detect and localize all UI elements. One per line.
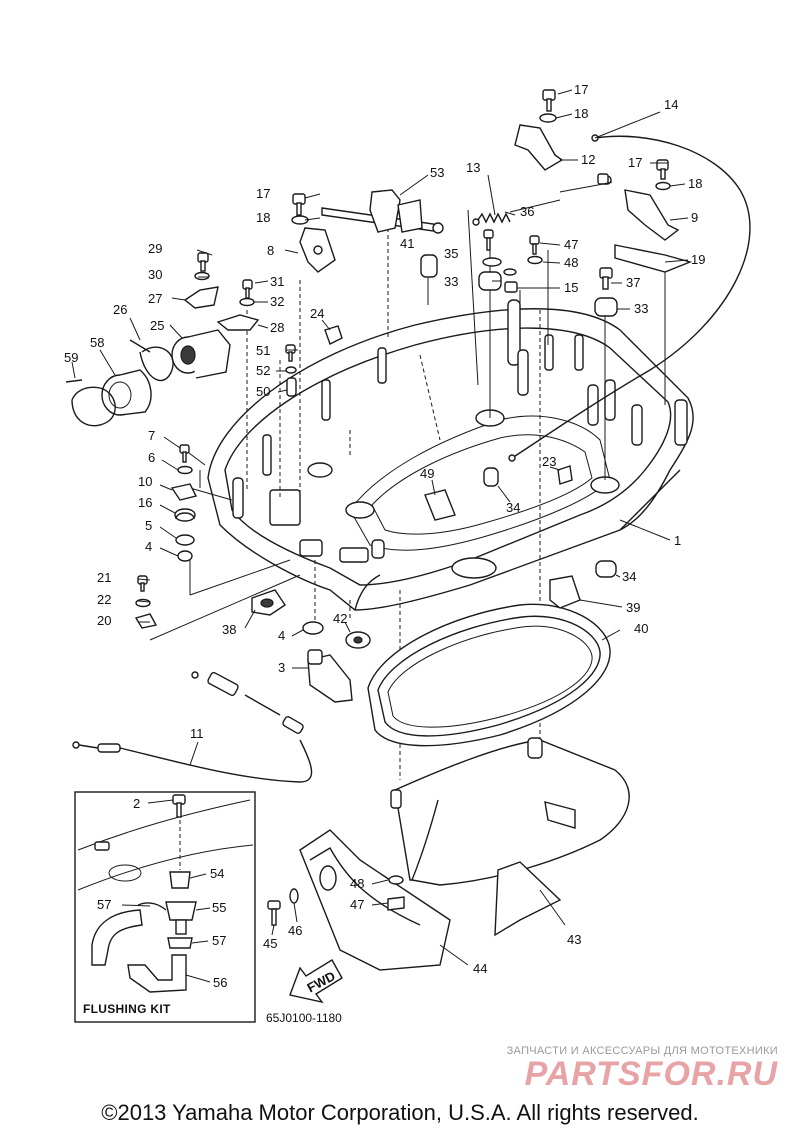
callout-33: 33: [634, 301, 648, 316]
latch-assembly-right: [514, 89, 693, 273]
callout-17: 17: [256, 186, 270, 201]
callout-3: 3: [278, 660, 285, 675]
callout-43: 43: [567, 932, 581, 947]
callout-55: 55: [212, 900, 226, 915]
callout-17: 17: [628, 155, 642, 170]
callout-18: 18: [688, 176, 702, 191]
flushing-kit-label: FLUSHING KIT: [83, 1002, 171, 1016]
callout-18: 18: [256, 210, 270, 225]
callout-15: 15: [564, 280, 578, 295]
callout-34: 34: [622, 569, 636, 584]
intake-fittings: [65, 325, 343, 427]
callout-41: 41: [400, 236, 414, 251]
callout-4: 4: [278, 628, 285, 643]
callout-57: 57: [212, 933, 226, 948]
callout-2: 2: [133, 796, 140, 811]
small-bolt-stack: [285, 344, 297, 397]
callout-13: 13: [466, 160, 480, 175]
callout-12: 12: [581, 152, 595, 167]
callout-6: 6: [148, 450, 155, 465]
latch-assembly-left: [183, 193, 336, 331]
callout-42: 42: [333, 611, 347, 626]
callout-56: 56: [213, 975, 227, 990]
callout-48: 48: [350, 876, 364, 891]
callout-1: 1: [674, 533, 681, 548]
callout-51: 51: [256, 343, 270, 358]
callout-38: 38: [222, 622, 236, 637]
control-cable-upper: [511, 135, 751, 459]
callout-8: 8: [267, 243, 274, 258]
drawing-code: 65J0100-1180: [266, 1011, 342, 1025]
inner-clips: [424, 465, 573, 521]
copyright-notice: ©2013 Yamaha Motor Corporation, U.S.A. A…: [101, 1100, 699, 1125]
callout-34: 34: [506, 500, 520, 515]
callout-20: 20: [97, 613, 111, 628]
callout-28: 28: [270, 320, 284, 335]
callout-54: 54: [210, 866, 224, 881]
callout-57: 57: [97, 897, 111, 912]
callout-11: 11: [190, 726, 204, 741]
callout-21: 21: [97, 570, 111, 585]
callout-33: 33: [444, 274, 458, 289]
callout-49: 49: [420, 466, 434, 481]
watermark-tagline: ЗАПЧАСТИ И АКСЕССУАРЫ ДЛЯ МОТОТЕХНИКИ: [506, 1045, 778, 1057]
callout-14: 14: [664, 97, 678, 112]
callout-22: 22: [97, 592, 111, 607]
callout-29: 29: [148, 241, 162, 256]
cover-fasteners: [267, 875, 405, 926]
throttle-cable: [72, 671, 313, 783]
callout-47: 47: [350, 897, 364, 912]
spring: [472, 199, 561, 226]
callout-18: 18: [574, 106, 588, 121]
callout-7: 7: [148, 428, 155, 443]
callout-47: 47: [564, 237, 578, 252]
lower-covers: [299, 737, 630, 971]
callout-46: 46: [288, 923, 302, 938]
callout-23: 23: [542, 454, 556, 469]
callout-25: 25: [150, 318, 164, 333]
callout-17: 17: [574, 82, 588, 97]
callout-19: 19: [691, 252, 705, 267]
bottom-cowling: [207, 299, 694, 611]
callout-58: 58: [90, 335, 104, 350]
callout-52: 52: [256, 363, 270, 378]
callout-48: 48: [564, 255, 578, 270]
callout-39: 39: [626, 600, 640, 615]
flushing-kit-box: [74, 791, 256, 1023]
callout-labels: 17 18 14 12 17 18 13 53 36 9 17 18 41 35…: [64, 82, 705, 990]
callout-10: 10: [138, 474, 152, 489]
callout-32: 32: [270, 294, 284, 309]
callout-16: 16: [138, 495, 152, 510]
callout-40: 40: [634, 621, 648, 636]
lower-mounts: [251, 589, 371, 703]
callout-5: 5: [145, 518, 152, 533]
callout-leaders: [71, 89, 689, 983]
callout-35: 35: [444, 246, 458, 261]
fwd-arrow-icon: FWD: [289, 959, 343, 1004]
callout-9: 9: [691, 210, 698, 225]
callout-30: 30: [148, 267, 162, 282]
callout-37: 37: [626, 275, 640, 290]
callout-45: 45: [263, 936, 277, 951]
callout-31: 31: [270, 274, 284, 289]
callout-26: 26: [113, 302, 127, 317]
lever-rod: [321, 189, 444, 234]
watermark-logo: PARTSFOR.RU: [524, 1055, 778, 1093]
callout-36: 36: [520, 204, 534, 219]
callout-53: 53: [430, 165, 444, 180]
left-hardware-stack: [134, 444, 198, 629]
grommets: [420, 229, 618, 578]
callout-27: 27: [148, 291, 162, 306]
callout-44: 44: [473, 961, 487, 976]
callout-59: 59: [64, 350, 78, 365]
callout-50: 50: [256, 384, 270, 399]
callout-24: 24: [310, 306, 324, 321]
cowling-seal: [367, 575, 611, 747]
callout-4: 4: [145, 539, 152, 554]
